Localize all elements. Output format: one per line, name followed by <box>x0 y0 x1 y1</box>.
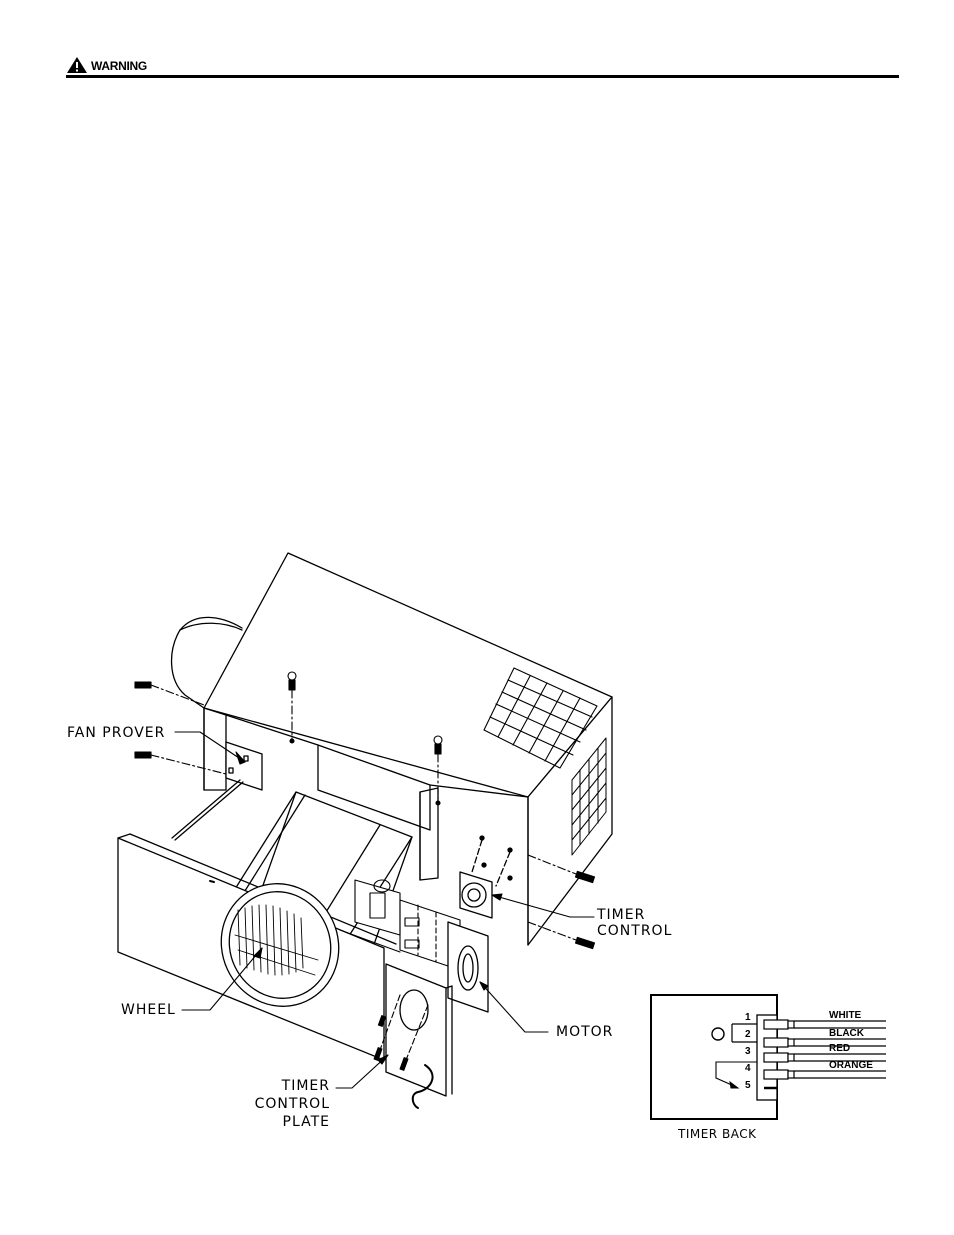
timer-control-plate-label-line3: PLATE <box>282 1114 330 1130</box>
terminal-5-number: 5 <box>745 1080 751 1091</box>
screw-right-bottom <box>527 921 596 950</box>
screw-right-top <box>527 854 596 884</box>
motor-label: MOTOR <box>556 1024 614 1040</box>
wire-label-white: WHITE <box>829 1010 862 1021</box>
top-vent-grille <box>483 667 598 769</box>
fan-prover-bracket <box>171 741 263 841</box>
mounting-screws <box>134 671 596 950</box>
timer-control-label-line1: TIMER <box>597 907 646 923</box>
timer-control-label-line2: CONTROL <box>597 923 673 939</box>
wire-label-black: BLACK <box>829 1028 864 1039</box>
housing <box>170 552 613 946</box>
wire-label-orange: ORANGE <box>829 1060 873 1071</box>
motor <box>447 921 489 1013</box>
screw-top-a <box>287 671 297 744</box>
screw-top-b <box>433 735 443 806</box>
terminal-4-number: 4 <box>745 1063 751 1074</box>
page-header: WARNING <box>66 56 899 78</box>
header-rule <box>66 75 899 78</box>
warning-label: WARNING <box>91 59 147 73</box>
side-vent-grille <box>571 737 607 856</box>
timer-control <box>459 835 513 919</box>
timer-control-plate <box>373 963 453 1109</box>
timer-control-plate-label-line2: CONTROL <box>254 1096 330 1112</box>
terminal-3-number: 3 <box>745 1046 751 1057</box>
timer-back-title: TIMER BACK <box>678 1127 757 1141</box>
leader-lines <box>174 731 595 1089</box>
fan-prover-label: FAN PROVER <box>67 725 166 741</box>
screw-left-top <box>134 681 205 706</box>
terminal-1-number: 1 <box>745 1012 751 1023</box>
timer-control-plate-label-line1: TIMER <box>281 1078 330 1094</box>
screw-left-bottom <box>134 751 231 776</box>
blower-wheel <box>220 883 340 1007</box>
wire-label-red: RED <box>829 1043 851 1054</box>
wheel-label: WHEEL <box>121 1002 176 1018</box>
warning-triangle-icon <box>67 57 87 73</box>
terminal-2-number: 2 <box>745 1029 751 1040</box>
